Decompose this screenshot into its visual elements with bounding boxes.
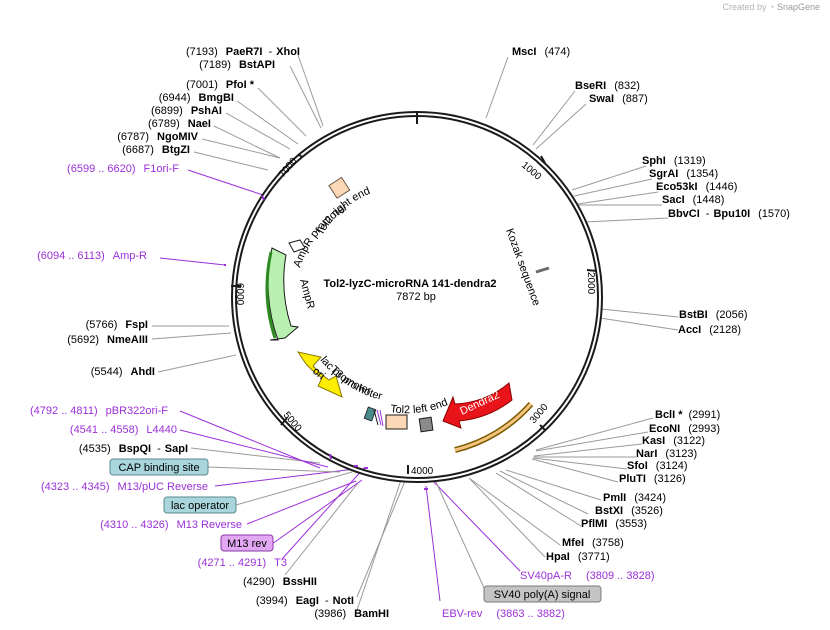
site-paer7i: (7193)PaeR7I-XhoI bbox=[186, 46, 300, 58]
primer-ampr: (6094 .. 6113)Amp-R bbox=[37, 250, 147, 262]
kozak-mark bbox=[535, 266, 550, 274]
tick-6000: 6000 bbox=[234, 283, 245, 306]
boxed-feature-labels: CAP binding site lac operator M13 rev SV… bbox=[109, 458, 602, 603]
ampr-promoter-feature bbox=[288, 239, 306, 253]
credit-brand: SnapGene bbox=[776, 2, 820, 12]
lac-operator-label: lac operator bbox=[171, 500, 229, 512]
ampr-outline-arc bbox=[265, 251, 277, 339]
tol2-left-end-label: Tol2 left end bbox=[390, 396, 450, 416]
site-sgrai: SgrAI(1354) bbox=[649, 168, 718, 180]
site-bstbi: BstBI(2056) bbox=[679, 309, 748, 321]
site-ngomiv: (6787)NgoMIV bbox=[117, 131, 198, 143]
site-bmgbi: (6944)BmgBI bbox=[159, 92, 234, 104]
site-mfei: MfeI(3758) bbox=[562, 537, 624, 549]
site-pfoi: (7001)PfoI * bbox=[186, 79, 255, 91]
site-kasi: KasI(3122) bbox=[642, 435, 705, 447]
site-bbvci: BbvCI-Bpu10I(1570) bbox=[668, 208, 790, 220]
site-bcli: BclI *(2991) bbox=[655, 409, 720, 421]
site-bspqi: (4535)BspQI-SapI bbox=[79, 443, 188, 455]
site-saci: SacI(1448) bbox=[662, 194, 724, 206]
position-ticks bbox=[231, 111, 598, 474]
primer-sv40pa: SV40pA-R(3809 .. 3828) bbox=[520, 570, 654, 582]
site-leader-lines bbox=[151, 54, 679, 611]
site-eagi: (3994)EagI-NotI bbox=[256, 595, 354, 607]
kozak-label: Kozak sequence bbox=[503, 227, 542, 308]
m13-rev-box bbox=[220, 534, 274, 552]
lac-operator-box bbox=[163, 496, 237, 514]
site-pmli: PmlI(3424) bbox=[603, 492, 666, 504]
site-bstapi: (7189)BstAPI bbox=[199, 59, 275, 71]
site-pshai: (6899)PshAI bbox=[151, 105, 222, 117]
site-bstxi: BstXI(3526) bbox=[595, 505, 663, 517]
site-sfoi: SfoI(3124) bbox=[627, 460, 688, 472]
primer-labels: (6599 .. 6620)F1ori-F (6094 .. 6113)Amp-… bbox=[30, 163, 655, 620]
site-acci: AccI(2128) bbox=[678, 324, 741, 336]
right-site-labels: MscI(474) BseRI(832) SwaI(887) SphI(1319… bbox=[512, 46, 790, 563]
feature-leader-lines bbox=[207, 466, 486, 591]
cap-binding-site-box bbox=[109, 458, 209, 476]
site-berei: BseRI(832) bbox=[575, 80, 640, 92]
primer-leader-lines bbox=[159, 169, 521, 602]
sv40-poly-a-box bbox=[483, 585, 602, 603]
primer-t3: (4271 .. 4291)T3 bbox=[198, 557, 287, 569]
orange-feature bbox=[454, 403, 533, 452]
site-pluti: PluTI(3126) bbox=[619, 473, 686, 485]
site-swai: SwaI(887) bbox=[589, 93, 648, 105]
m13-rev-label: M13 rev bbox=[227, 538, 267, 550]
ampr-label: AmpR bbox=[297, 278, 317, 311]
tol2-right-end-feature bbox=[328, 176, 351, 199]
left-site-labels: (7193)PaeR7I-XhoI (7189)BstAPI (7001)Pfo… bbox=[67, 46, 389, 620]
snapgene-logo-icon: ◔ bbox=[769, 2, 775, 12]
primer-ebv: EBV-rev(3863 .. 3882) bbox=[442, 608, 565, 620]
site-btgzi: (6687)BtgZI bbox=[122, 144, 190, 156]
site-bamhi: (3986)BamHI bbox=[314, 608, 389, 620]
tick-4000: 4000 bbox=[411, 466, 434, 477]
site-sphi: SphI(1319) bbox=[642, 155, 706, 167]
created-by-credit: Created by ◔ SnapGene bbox=[722, 2, 820, 12]
primer-m13rev: (4310 .. 4326)M13 Reverse bbox=[100, 519, 242, 531]
tol2-left-end-feature bbox=[385, 414, 408, 430]
site-bsshii: (4290)BssHII bbox=[243, 576, 317, 588]
plasmid-length: 7872 bp bbox=[396, 291, 436, 303]
site-naei: (6789)NaeI bbox=[148, 118, 211, 130]
primer-f1ori: (6599 .. 6620)F1ori-F bbox=[67, 163, 179, 175]
site-ahdi: (5544)AhdI bbox=[91, 366, 155, 378]
lac-region-features bbox=[363, 406, 434, 433]
site-fspi: (5766)FspI bbox=[86, 319, 148, 331]
dendra2-feature bbox=[442, 382, 513, 429]
ori-feature bbox=[296, 351, 343, 398]
site-hpai: HpaI(3771) bbox=[546, 551, 610, 563]
cap-binding-site-label: CAP binding site bbox=[118, 462, 199, 474]
ampr-promoter-label: AmpR promoter bbox=[291, 201, 350, 269]
primer-pbr322ori: (4792 .. 4811)pBR322ori-F bbox=[30, 405, 168, 417]
site-eco53ki: Eco53kI(1446) bbox=[656, 181, 737, 193]
sv40-feature bbox=[418, 416, 434, 433]
primer-m13puc: (4323 .. 4345)M13/pUC Reverse bbox=[41, 481, 208, 493]
primer-marks bbox=[224, 195, 428, 490]
site-econi: EcoNI(2993) bbox=[649, 423, 720, 435]
plasmid-name: Tol2-lyzC-microRNA 141-dendra2 bbox=[324, 278, 497, 290]
primer-l4440: (4541 .. 4558)L4440 bbox=[70, 424, 177, 436]
site-pflmi: PflMI(3553) bbox=[581, 518, 647, 530]
credit-prefix: Created by bbox=[722, 2, 767, 12]
site-msci: MscI(474) bbox=[512, 46, 570, 58]
sv40-poly-a-label: SV40 poly(A) signal bbox=[494, 589, 591, 601]
site-nari: NarI(3123) bbox=[636, 448, 697, 460]
site-nmeaiii: (5692)NmeAIII bbox=[67, 334, 148, 346]
tick-2000: 2000 bbox=[585, 272, 596, 295]
